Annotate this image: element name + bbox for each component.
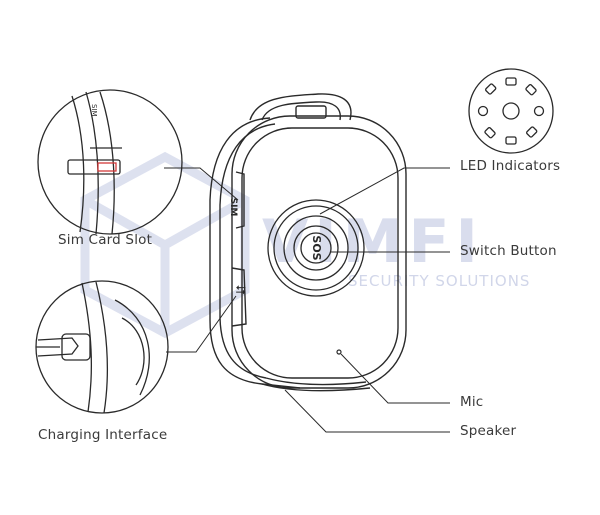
device-body <box>209 93 407 392</box>
led-7 <box>484 127 496 139</box>
sos-button[interactable] <box>267 199 365 297</box>
device-front-face <box>241 127 399 379</box>
lanyard-loop <box>249 93 352 121</box>
leader-mic <box>340 353 450 404</box>
leader-lines <box>164 167 450 433</box>
sos-label: SOS <box>310 235 323 260</box>
label-switch-button: Switch Button <box>460 243 557 259</box>
led-8 <box>526 126 538 138</box>
usb-marking: ⮃ <box>232 285 247 295</box>
mic-hole <box>336 349 342 355</box>
sim-detail-circle <box>37 89 183 235</box>
leader-led <box>319 167 450 215</box>
leader-sim <box>164 167 239 201</box>
label-speaker: Speaker <box>460 423 517 439</box>
leader-speaker <box>284 389 450 433</box>
led-6 <box>525 84 537 96</box>
speaker-grille <box>261 383 371 392</box>
led-5 <box>485 83 497 95</box>
usb-port <box>231 267 247 327</box>
led-detail-circle <box>468 68 554 154</box>
watermark-logo <box>80 151 250 339</box>
watermark-brand: VIMFI <box>262 207 484 277</box>
label-sim-card-slot: Sim Card Slot <box>58 232 153 248</box>
led-2 <box>505 136 517 145</box>
led-4 <box>533 105 545 117</box>
label-led-indicators: LED Indicators <box>460 158 561 174</box>
sim-slot-port <box>235 171 245 229</box>
sim-marking: SIM <box>228 198 238 217</box>
charging-detail-circle <box>35 280 169 414</box>
sim-detail-text: SIM <box>90 104 98 117</box>
label-charging-interface: Charging Interface <box>38 427 168 443</box>
watermark-tagline: SECURITY SOLUTIONS <box>348 272 530 290</box>
led-1 <box>505 77 517 86</box>
leader-charging <box>166 295 237 353</box>
label-mic: Mic <box>460 394 484 410</box>
device-back-shell <box>209 117 301 389</box>
led-3 <box>477 105 489 117</box>
